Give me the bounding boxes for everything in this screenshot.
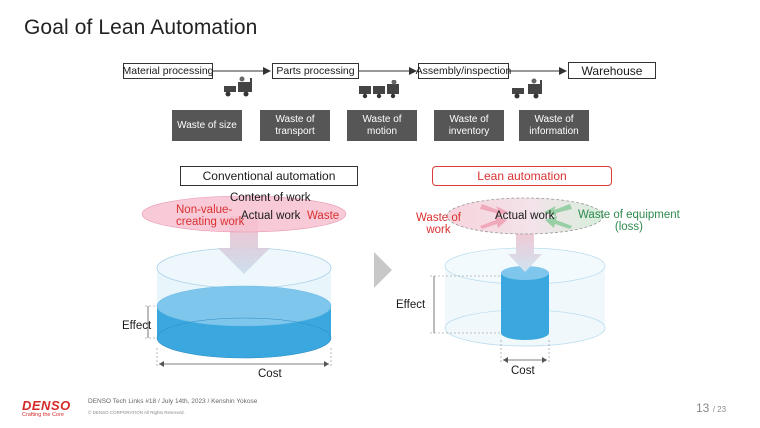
waste-label-line1: Waste of	[534, 113, 574, 125]
waste-of-work-label: Waste of work	[416, 212, 461, 236]
waste-label-line2: transport	[275, 125, 315, 137]
copyright: © DENSO CORPORATION All Rights Reserved.	[88, 410, 185, 415]
chevron-right-icon	[374, 252, 392, 288]
waste-label-line2: inventory	[448, 125, 490, 137]
effect-label: Effect	[122, 320, 152, 332]
conventional-diagram	[141, 195, 347, 367]
forklift-icon	[512, 78, 542, 99]
lean-actual-work-label: Actual work	[495, 210, 555, 222]
conventional-header: Conventional automation	[180, 166, 358, 186]
step-parts-processing: Parts processing	[272, 63, 359, 79]
lean-header: Lean automation	[432, 166, 612, 186]
lean-effect-label: Effect	[396, 299, 426, 311]
lean-diagram	[430, 197, 606, 364]
waste-box-information: Waste of information	[519, 110, 589, 141]
actual-work-label: Actual work	[241, 210, 301, 222]
waste-label-line1: Waste of	[362, 113, 402, 125]
non-value-line2: creating work	[176, 216, 245, 228]
non-value-line1: Non-value-	[176, 204, 233, 216]
page-number: 13 / 23	[696, 401, 726, 415]
step-material-processing: Material processing	[122, 63, 214, 79]
waste-equipment-line1: Waste of equipment	[578, 209, 680, 221]
waste-of-work-line1: Waste of	[416, 212, 461, 224]
forklift-icon	[224, 76, 252, 97]
waste-box-size: Waste of size	[172, 110, 242, 141]
waste-label: Waste of size	[177, 119, 237, 131]
waste-box-transport: Waste of transport	[260, 110, 330, 141]
cost-label: Cost	[258, 368, 282, 380]
waste-label-line2: information	[529, 125, 579, 137]
lean-cost-label: Cost	[511, 365, 535, 377]
waste-label: Waste	[307, 210, 340, 222]
waste-of-work-line2: work	[426, 224, 451, 236]
waste-box-motion: Waste of motion	[347, 110, 417, 141]
page-title: Goal of Lean Automation	[24, 16, 258, 39]
step-assembly-inspection: Assembly/inspection	[415, 63, 512, 79]
waste-equipment-line2: (loss)	[614, 221, 643, 233]
waste-label-line2: motion	[366, 125, 397, 137]
transport-cart-icon	[359, 80, 399, 99]
waste-label-line1: Waste of	[449, 113, 489, 125]
step-warehouse: Warehouse	[568, 62, 656, 79]
page-total: / 23	[712, 405, 727, 414]
waste-box-inventory: Waste of inventory	[434, 110, 504, 141]
non-value-creating-work-label: Non-value- creating work	[176, 204, 244, 228]
waste-of-equipment-label: Waste of equipment (loss)	[578, 209, 680, 233]
waste-label-line1: Waste of	[275, 113, 315, 125]
logo-tagline: Crafting the Core	[22, 412, 64, 418]
event-info: DENSO Tech Links #18 / July 14th, 2023 /…	[88, 398, 258, 405]
denso-logo: DENSO	[22, 398, 71, 413]
content-of-work-label: Content of work	[230, 192, 311, 204]
page-current: 13	[696, 401, 710, 415]
process-flow-arrows	[212, 67, 567, 75]
